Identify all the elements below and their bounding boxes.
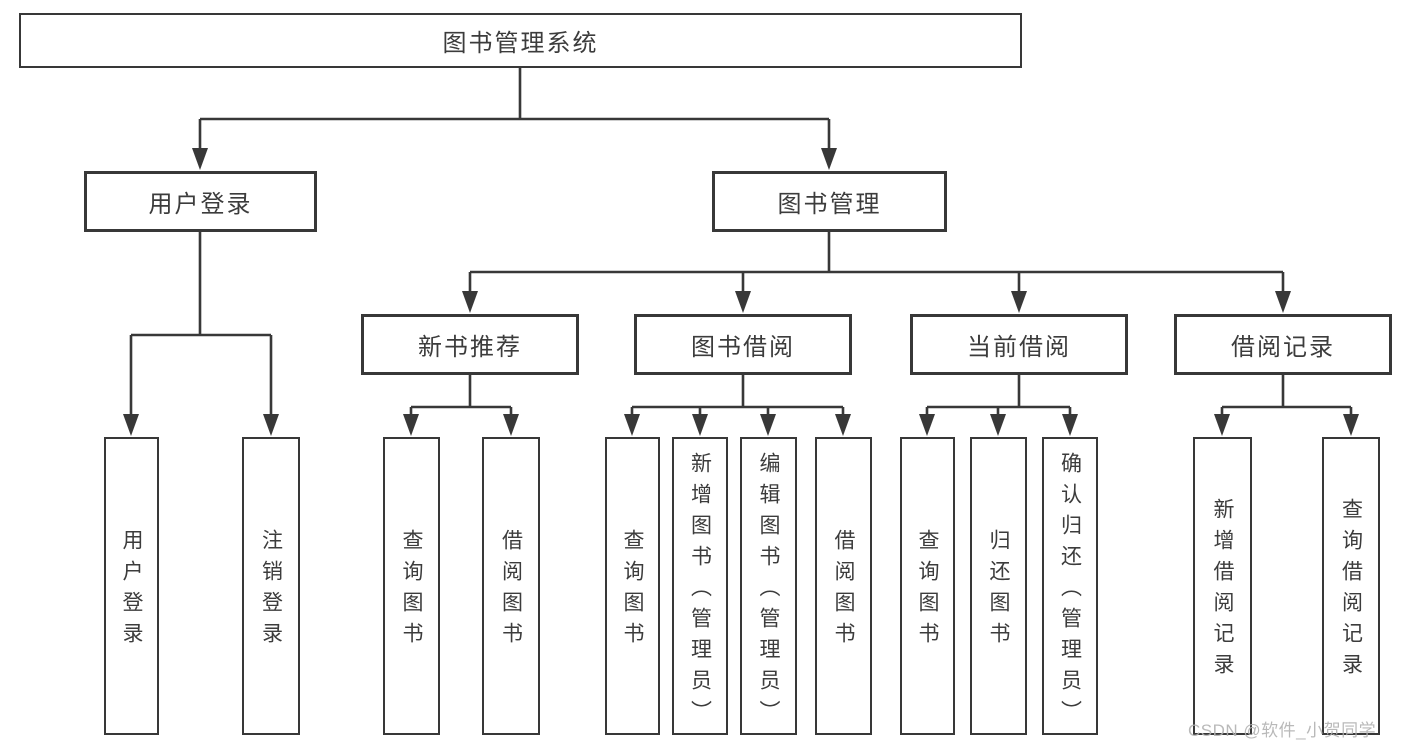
arrow-icon bbox=[919, 414, 935, 436]
node-label: 查询图书 bbox=[916, 529, 939, 653]
node-label: 图书借阅 bbox=[691, 334, 795, 361]
node-label: 新书推荐 bbox=[418, 334, 522, 361]
arrow-icon bbox=[692, 414, 708, 436]
arrow-icon bbox=[503, 414, 519, 436]
node-label: 归还图书 bbox=[987, 529, 1010, 653]
node-new-book-recommendation: 新书推荐 bbox=[361, 314, 579, 375]
edge-current-borrowing-to-leaves bbox=[925, 375, 1072, 417]
arrow-icon bbox=[1343, 414, 1359, 436]
arrow-icon bbox=[192, 148, 208, 170]
node-label: 图书管理 bbox=[777, 191, 882, 218]
edge-user-login-to-leaves bbox=[129, 232, 273, 417]
leaf-return-book: 归还图书 bbox=[970, 437, 1027, 735]
arrow-icon bbox=[1011, 291, 1027, 313]
leaf-borrow-books-recommend: 借阅图书 bbox=[482, 437, 540, 735]
arrow-icon bbox=[263, 414, 279, 436]
node-label: 借阅记录 bbox=[1231, 334, 1335, 361]
arrow-icon bbox=[624, 414, 640, 436]
arrow-icon bbox=[1275, 291, 1291, 313]
leaf-query-books-current: 查询图书 bbox=[900, 437, 955, 735]
leaf-edit-book-admin: 编辑图书（管理员） bbox=[740, 437, 797, 735]
edge-book-management-to-level3 bbox=[468, 232, 1285, 294]
node-label: 查询图书 bbox=[621, 529, 644, 653]
arrow-icon bbox=[821, 148, 837, 170]
edge-root-to-level2 bbox=[198, 68, 831, 151]
edge-new-book-recommendation-to-leaves bbox=[409, 375, 513, 417]
arrow-icon bbox=[835, 414, 851, 436]
node-label: 用户登录 bbox=[120, 529, 143, 653]
edge-book-borrowing-to-leaves bbox=[630, 375, 845, 417]
node-user-login: 用户登录 bbox=[84, 171, 317, 232]
node-book-management: 图书管理 bbox=[712, 171, 947, 232]
leaf-borrow-books-borrowing: 借阅图书 bbox=[815, 437, 872, 735]
node-borrowing-records: 借阅记录 bbox=[1174, 314, 1392, 375]
node-label: 借阅图书 bbox=[499, 529, 523, 653]
arrow-icon bbox=[462, 291, 478, 313]
csdn-watermark: CSDN @软件_小贺同学 bbox=[1188, 721, 1377, 740]
leaf-add-book-admin: 新增图书（管理员） bbox=[672, 437, 728, 735]
node-label: 编辑图书（管理员） bbox=[757, 451, 780, 731]
arrow-icon bbox=[1062, 414, 1078, 436]
node-label: 查询借阅记录 bbox=[1339, 498, 1363, 684]
node-book-borrowing: 图书借阅 bbox=[634, 314, 852, 375]
arrow-icon bbox=[990, 414, 1006, 436]
leaf-query-borrow-record: 查询借阅记录 bbox=[1322, 437, 1380, 735]
node-label: 图书管理系统 bbox=[442, 30, 599, 57]
arrow-icon bbox=[123, 414, 139, 436]
leaf-add-borrow-record: 新增借阅记录 bbox=[1193, 437, 1252, 735]
node-label: 借阅图书 bbox=[832, 529, 855, 653]
arrow-icon bbox=[1214, 414, 1230, 436]
leaf-logout-login: 注销登录 bbox=[242, 437, 300, 735]
node-label: 新增图书（管理员） bbox=[688, 451, 712, 731]
arrow-icon bbox=[403, 414, 419, 436]
node-label: 确认归还（管理员） bbox=[1058, 451, 1082, 731]
leaf-query-books-borrowing: 查询图书 bbox=[605, 437, 660, 735]
leaf-query-books-recommend: 查询图书 bbox=[383, 437, 440, 735]
arrow-icon bbox=[735, 291, 751, 313]
node-label: 用户登录 bbox=[148, 191, 253, 218]
node-label: 注销登录 bbox=[259, 529, 283, 653]
node-label: 查询图书 bbox=[400, 529, 423, 653]
node-library-management-system: 图书管理系统 bbox=[19, 13, 1022, 68]
arrowheads bbox=[123, 148, 1359, 436]
edge-borrowing-records-to-leaves bbox=[1220, 375, 1353, 417]
node-label: 新增借阅记录 bbox=[1211, 498, 1234, 684]
arrow-icon bbox=[760, 414, 776, 436]
node-current-borrowing: 当前借阅 bbox=[910, 314, 1128, 375]
leaf-confirm-return-admin: 确认归还（管理员） bbox=[1042, 437, 1098, 735]
leaf-user-login: 用户登录 bbox=[104, 437, 159, 735]
node-label: 当前借阅 bbox=[967, 334, 1071, 361]
